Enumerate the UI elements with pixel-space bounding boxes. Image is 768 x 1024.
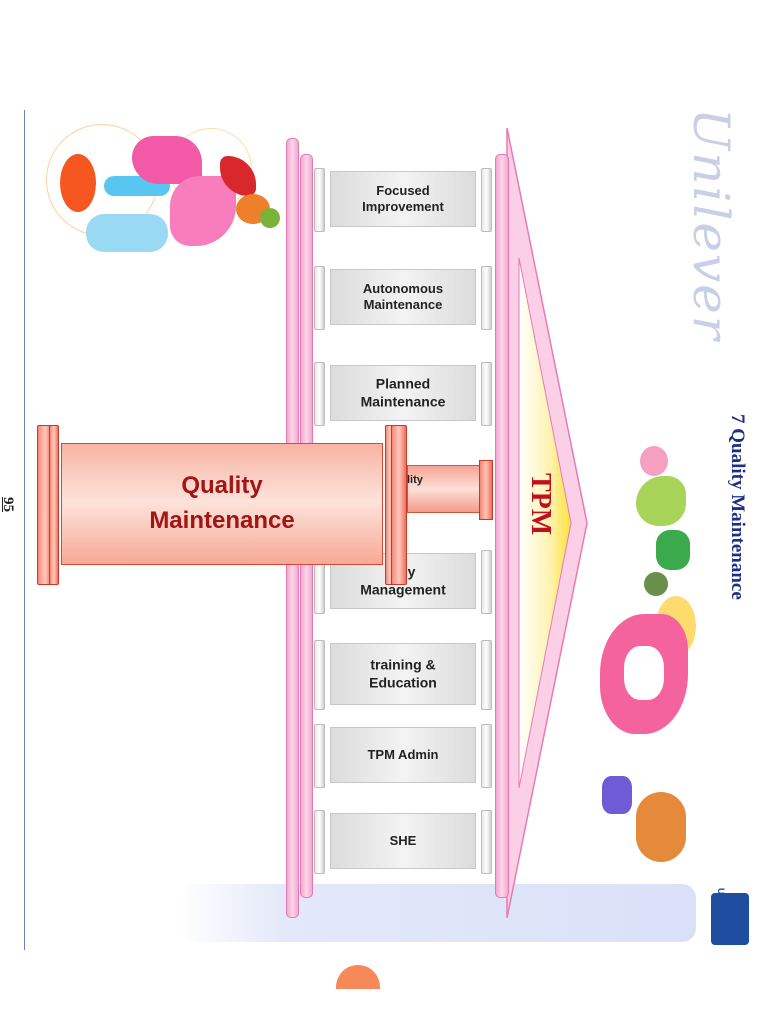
decorative-art-top [40,118,280,268]
pillar-quality-maintenance-slot: lity [407,460,493,520]
decorative-art-right [596,446,700,866]
slide-title: 7 Quality Maintenance [727,414,748,600]
right-rail [495,154,509,898]
decorative-watermark-strip [180,884,696,942]
orange-tab-decoration [336,965,380,989]
logo-wordmark: Unilever [716,888,726,924]
pillar-tpm-admin: TPM Admin [314,724,492,788]
partial-pillar-label: lity [407,474,423,486]
tpm-label: TPM [525,473,556,536]
brand-wordmark: Unilever [682,108,740,342]
unilever-logo [711,893,749,945]
highlight-label-line2: Maintenance [149,507,295,534]
pillar-training-education: training &Education [314,640,492,710]
tpm-arrow [506,128,588,918]
highlight-label-line1: Quality [181,472,263,500]
pillar-she: SHE [314,810,492,874]
left-border-line [24,110,25,950]
page-number: 95 [0,497,16,512]
